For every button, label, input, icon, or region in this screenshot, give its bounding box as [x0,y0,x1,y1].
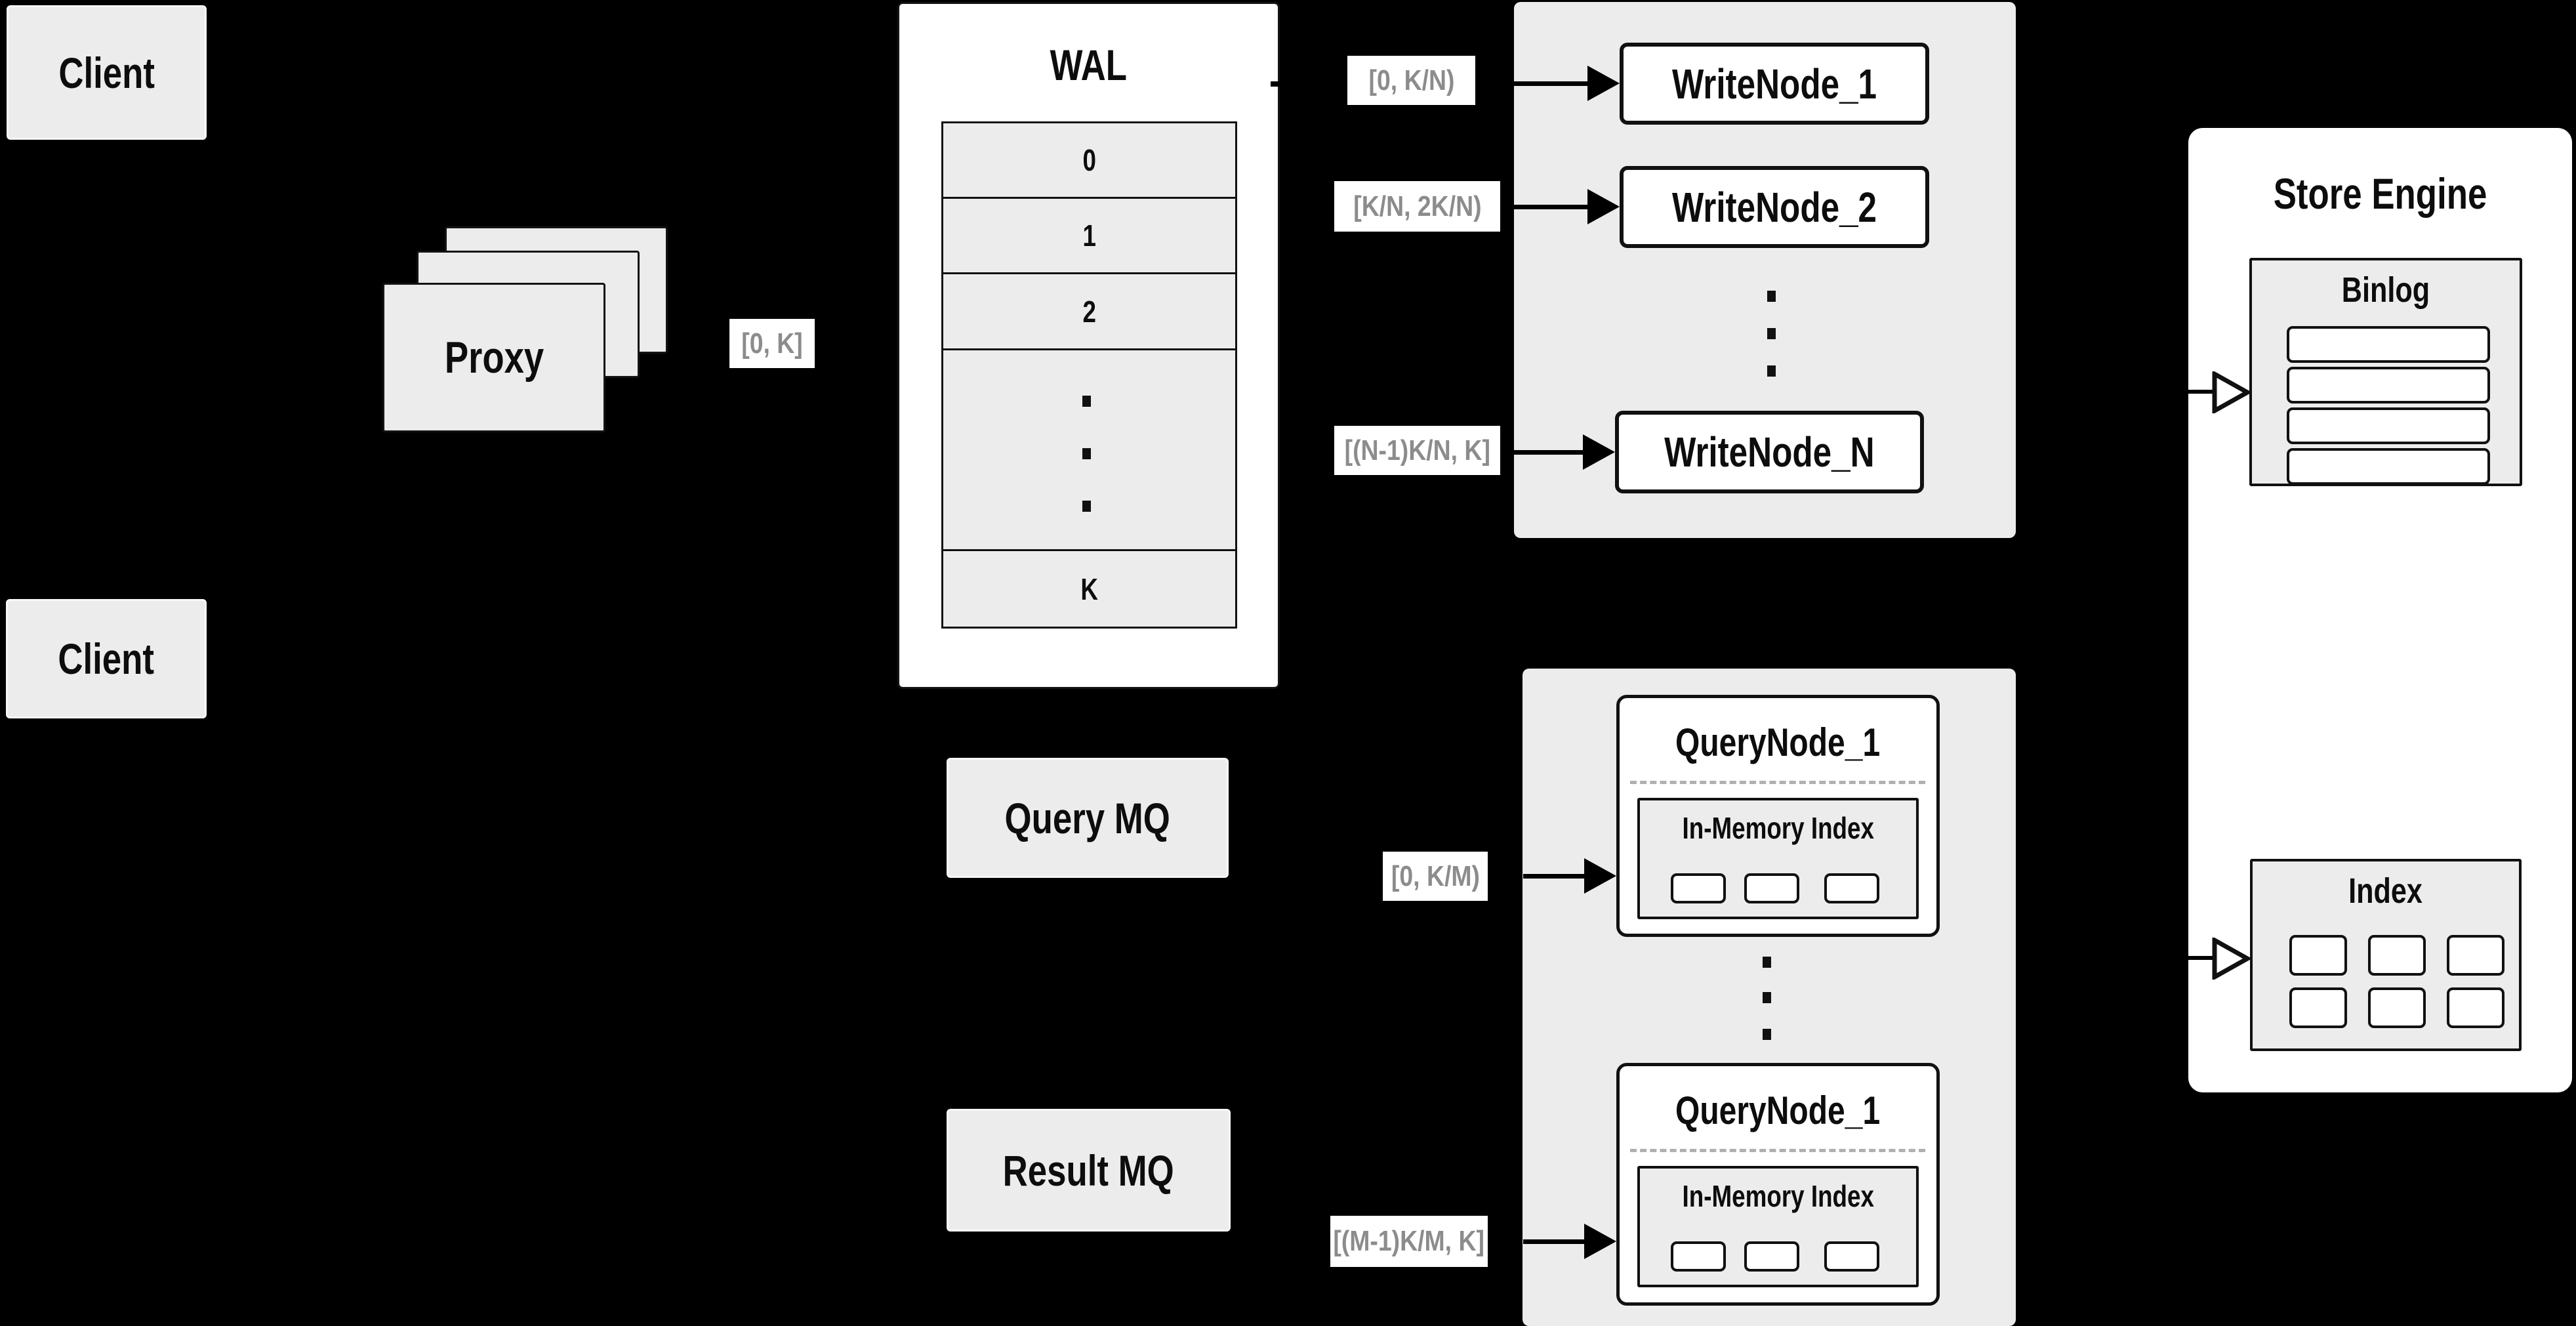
index-box: Index [2250,859,2522,1051]
binlog-box: Binlog [2249,258,2522,486]
wal-title: WAL [1050,40,1128,89]
query-node-title: QueryNode_1 [1675,1088,1881,1132]
arrow-to-binlog [2188,390,2216,394]
index-title: Index [2348,871,2423,911]
wal-ellipsis-dot [1082,396,1091,407]
arrowhead-query-node-2 [1584,1224,1616,1259]
proxy-range-label: [0, K] [729,319,815,368]
arrow-to-write-node-2 [1514,205,1590,209]
write-range-label-2: [K/N, 2K/N) [1334,181,1500,232]
in-memory-index-box: In-Memory Index [1637,798,1919,919]
index-cell [2447,935,2504,976]
in-memory-index-title: In-Memory Index [1682,811,1874,845]
write-range-label-3: [(N-1)K/N, K] [1334,426,1500,475]
write-node-2: WriteNode_2 [1620,166,1929,248]
write-node-1: WriteNode_1 [1620,43,1929,125]
binlog-row [2287,407,2490,444]
result-mq-box: Result MQ [947,1109,1231,1232]
arrow-to-index [2188,956,2216,960]
arrow-to-query-node-1 [1523,874,1586,879]
arrow-to-write-node-n [1514,450,1586,455]
arrowhead-write-node-2 [1587,189,1620,224]
index-cell [2289,935,2347,976]
segment-cell [1824,1241,1879,1272]
wal-panel: WAL 0 1 2 K [897,2,1280,689]
wal-row: K [1080,571,1098,606]
client-label: Client [58,48,155,97]
binlog-row [2287,326,2490,363]
hollow-arrowhead-binlog [2212,371,2250,413]
arrowhead-write-node-1 [1587,66,1620,101]
index-cell [2289,987,2347,1028]
arrow-to-query-node-2 [1523,1239,1586,1244]
hollow-arrowhead-index [2212,938,2250,980]
segment-cell [1824,873,1879,903]
binlog-row [2287,448,2490,485]
wal-row: 2 [943,274,1235,350]
wal-table: 0 1 2 K [941,121,1237,629]
write-nodes-ellipsis-dot [1767,365,1776,377]
write-nodes-ellipsis-dot [1767,291,1776,302]
query-range-label-1: [0, K/M) [1383,852,1488,901]
query-node-divider [1630,1149,1925,1152]
wal-row: 0 [943,123,1235,199]
binlog-title: Binlog [2341,270,2430,310]
segment-cell [1671,1241,1726,1272]
client-box-top: Client [7,5,207,140]
index-cell [2368,935,2426,976]
arrowhead-write-node-n [1583,434,1615,470]
client-label: Client [58,634,155,683]
query-node-1: QueryNode_1 In-Memory Index [1616,695,1940,937]
proxy-label: Proxy [444,333,544,383]
wal-arrow-stub [1271,81,1280,87]
query-node-divider [1630,781,1925,784]
arrow-to-write-node-1 [1514,81,1590,86]
index-cell [2447,987,2504,1028]
wal-row: 1 [943,199,1235,274]
query-nodes-ellipsis-dot [1763,957,1771,968]
in-memory-index-box: In-Memory Index [1637,1166,1919,1287]
wal-row-ellipsis [943,350,1235,551]
segment-cell [1671,873,1726,903]
query-range-label-2: [(M-1)K/M, K] [1330,1216,1488,1267]
wal-ellipsis-dot [1082,448,1091,459]
binlog-row [2287,367,2490,404]
proxy-card-front: Proxy [382,283,605,432]
arrowhead-query-node-1 [1584,858,1616,894]
query-nodes-ellipsis-dot [1763,992,1771,1003]
store-engine-panel: Store Engine Binlog Index [2188,128,2572,1092]
query-nodes-ellipsis-dot [1763,1029,1771,1040]
write-range-label-1: [0, K/N) [1347,56,1475,105]
client-box-bottom: Client [6,599,207,718]
in-memory-index-title: In-Memory Index [1682,1179,1874,1213]
write-node-n: WriteNode_N [1615,411,1924,493]
wal-ellipsis-dot [1082,501,1091,512]
write-nodes-ellipsis-dot [1767,328,1776,339]
segment-cell [1744,873,1799,903]
query-node-2: QueryNode_1 In-Memory Index [1616,1063,1940,1306]
segment-cell [1744,1241,1799,1272]
index-cell [2368,987,2426,1028]
query-mq-box: Query MQ [947,758,1229,878]
query-node-title: QueryNode_1 [1675,720,1881,764]
store-engine-title: Store Engine [2273,169,2487,218]
